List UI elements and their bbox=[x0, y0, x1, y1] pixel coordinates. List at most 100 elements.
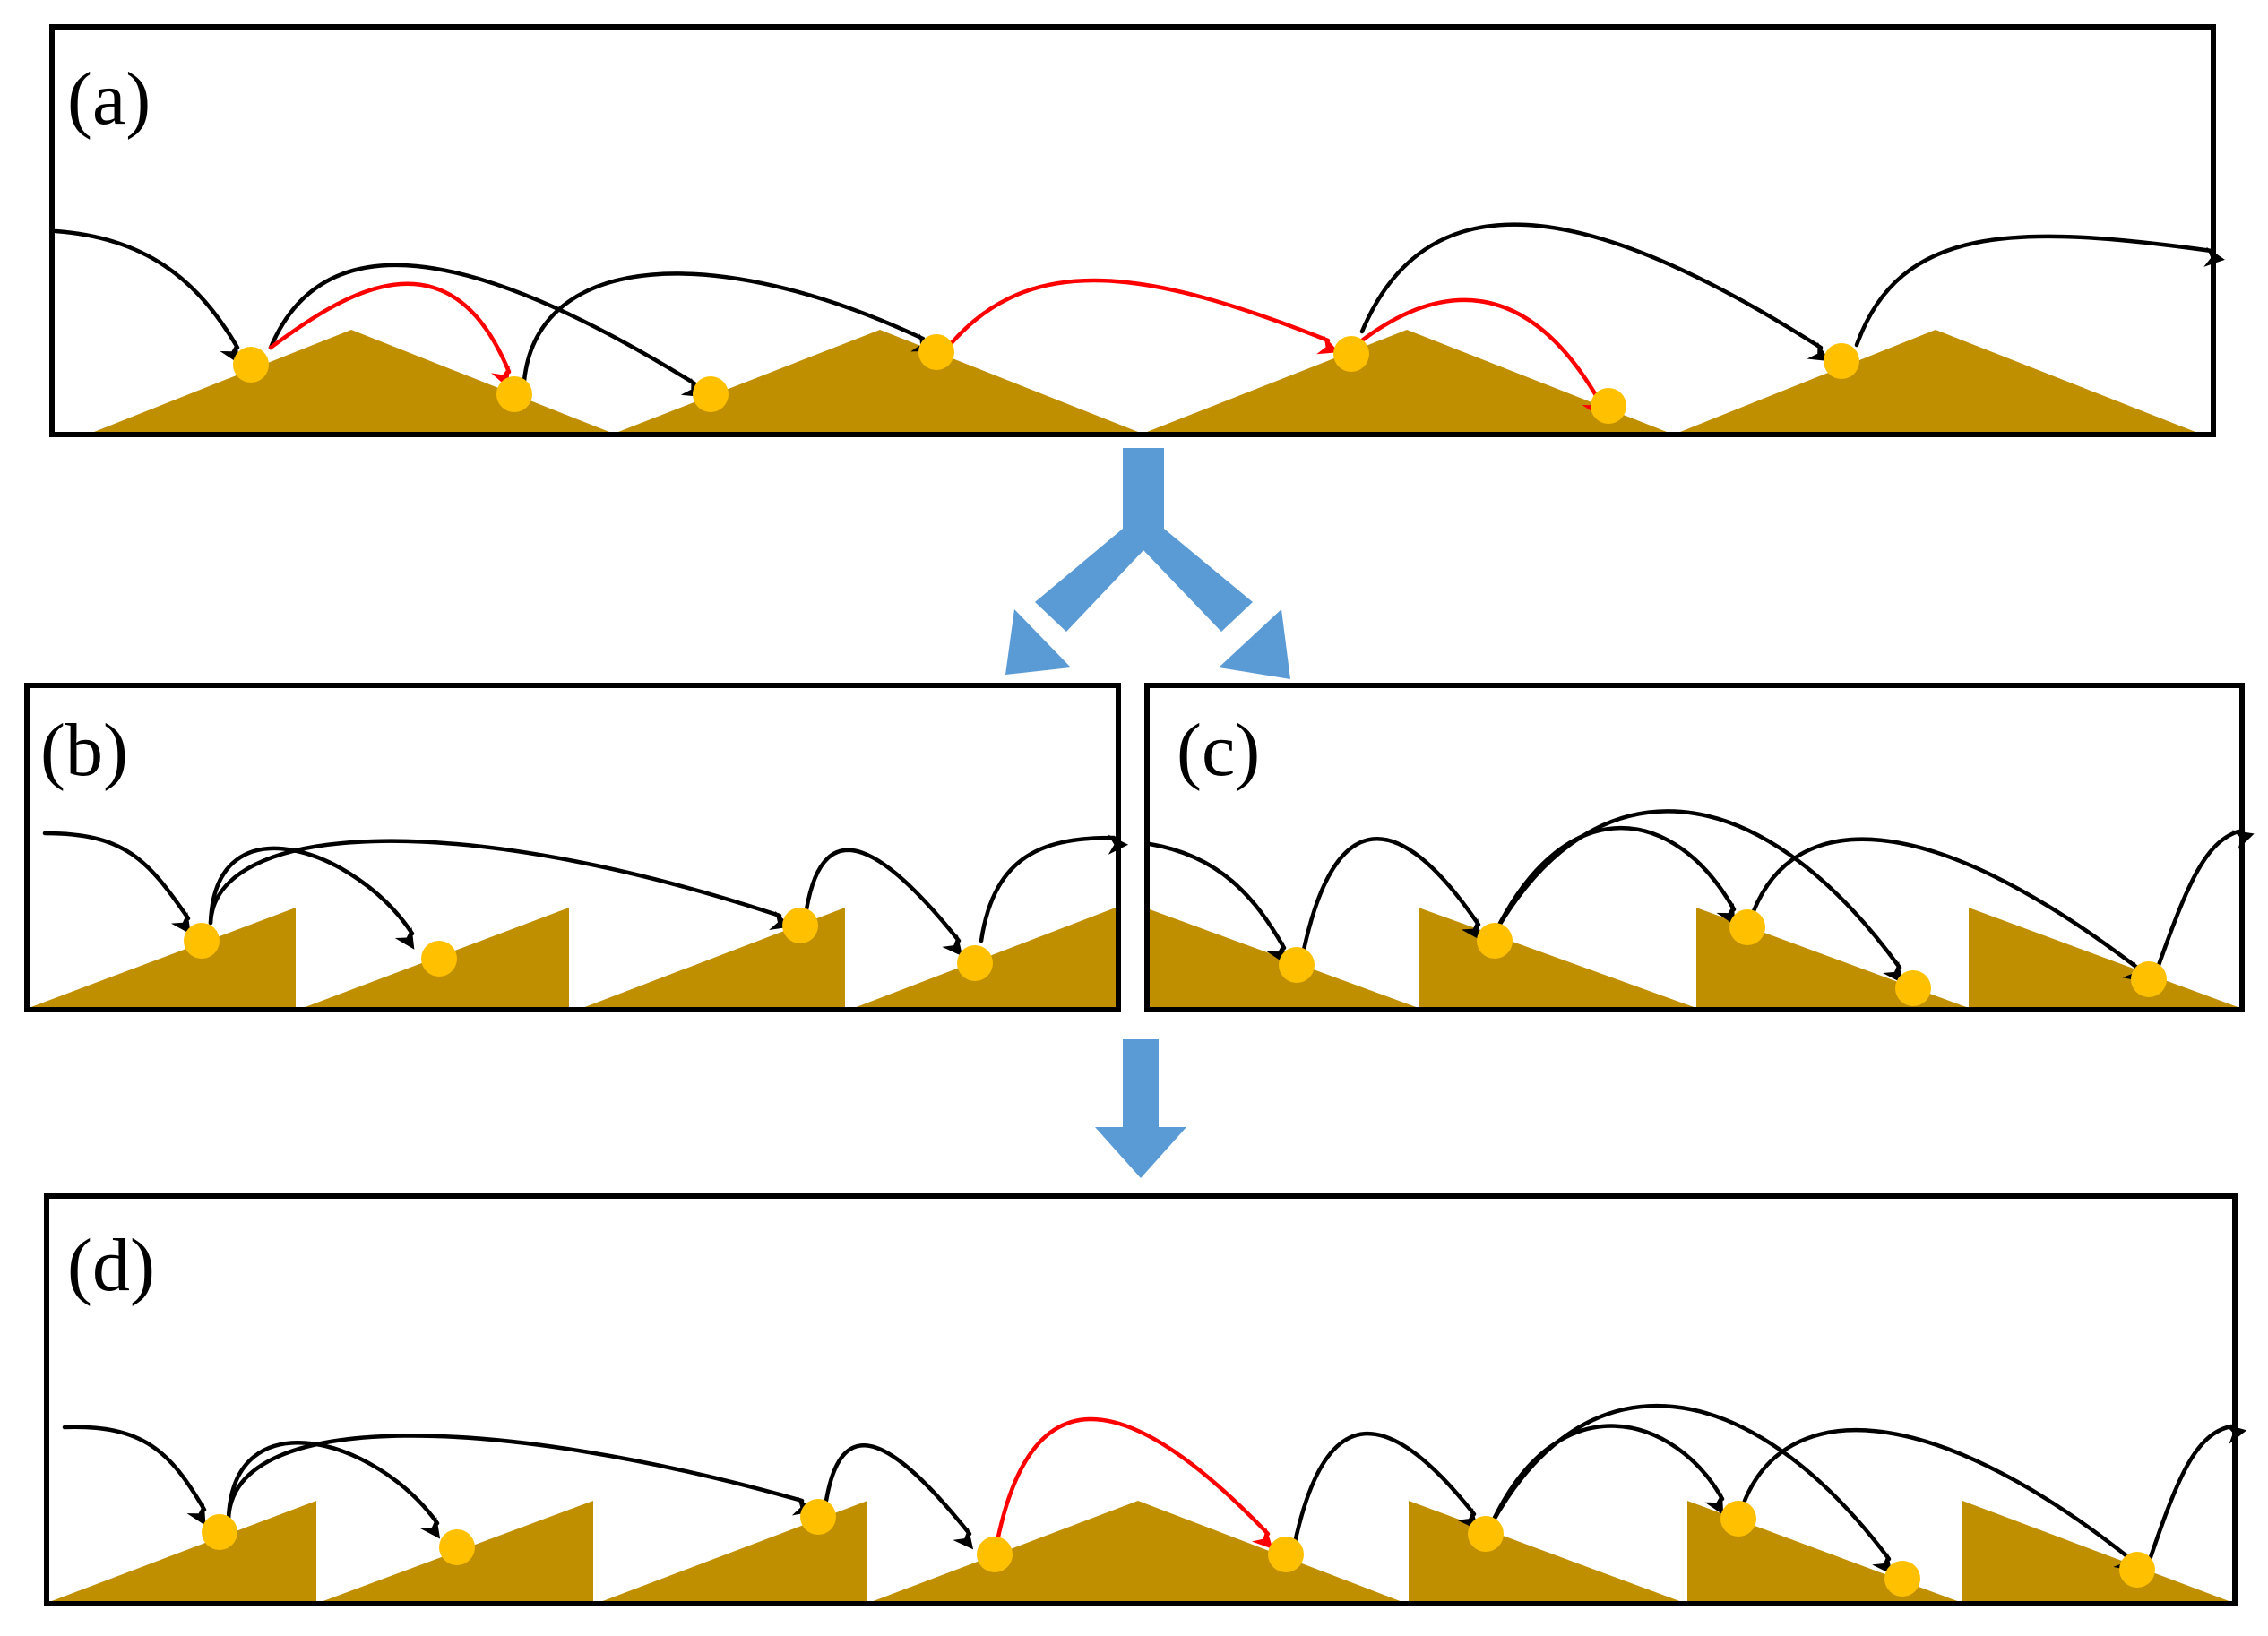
arrows-d bbox=[62, 1403, 2247, 1575]
terrain-a bbox=[94, 330, 2195, 432]
hop-arrow bbox=[1494, 826, 1737, 933]
terrain-ramp bbox=[1419, 908, 1696, 1008]
hop-arrow bbox=[1489, 1424, 1725, 1526]
particle-dot bbox=[957, 945, 993, 981]
terrain-peak bbox=[94, 330, 609, 432]
terrain-ramp bbox=[1409, 1501, 1682, 1602]
hop-arrow bbox=[979, 834, 1129, 943]
hop-arrow bbox=[2148, 1424, 2247, 1560]
hop-arrow bbox=[1854, 234, 2225, 348]
terrain-peak bbox=[1680, 330, 2195, 432]
merge-flow-arrow bbox=[1095, 1039, 1186, 1178]
hop-arrow bbox=[1749, 837, 2145, 982]
flow-arrow-left-branch bbox=[1035, 529, 1164, 632]
hop-arrow bbox=[1489, 1403, 1893, 1575]
hop-arrow bbox=[804, 848, 963, 957]
hop-arrow bbox=[1301, 837, 1481, 952]
hop-arrow bbox=[268, 263, 703, 398]
flow-arrow-head bbox=[1095, 1127, 1186, 1178]
terrain-d bbox=[49, 1501, 2231, 1602]
particles-d bbox=[202, 1499, 2155, 1597]
particle-dot bbox=[1720, 1501, 1756, 1537]
particles-b bbox=[184, 908, 993, 981]
hop-arrow bbox=[53, 228, 240, 364]
hop-arrow bbox=[208, 846, 415, 950]
hop-arrow bbox=[42, 831, 191, 934]
particle-dot bbox=[2119, 1552, 2155, 1588]
particle-dot bbox=[693, 376, 729, 412]
particle-dot bbox=[800, 1499, 836, 1535]
particle-dot bbox=[918, 334, 954, 370]
particle-dot bbox=[233, 347, 269, 383]
terrain-peak bbox=[1147, 330, 1667, 432]
panel-a: (a) bbox=[49, 24, 2225, 437]
particles-a bbox=[233, 334, 1859, 424]
particle-dot bbox=[1333, 336, 1369, 372]
terrain-ramp bbox=[49, 1501, 316, 1602]
particle-dot bbox=[1468, 1516, 1504, 1552]
flow-arrow-left-head bbox=[1005, 609, 1071, 675]
hop-arrow bbox=[62, 1425, 207, 1526]
particle-dot bbox=[421, 941, 457, 977]
flow-arrow-right-head bbox=[1219, 609, 1290, 679]
panel-label-c: (c) bbox=[1177, 709, 1260, 792]
terrain-ramp bbox=[582, 908, 845, 1008]
particle-dot bbox=[1884, 1561, 1920, 1597]
particle-dot bbox=[1268, 1537, 1304, 1572]
hop-arrow bbox=[1147, 841, 1287, 964]
hop-arrow bbox=[995, 1416, 1273, 1549]
hop-arrow bbox=[226, 1441, 441, 1539]
particle-dot bbox=[1824, 343, 1859, 379]
panel-c: (c) bbox=[1144, 683, 2255, 1012]
particle-dot bbox=[1591, 388, 1626, 424]
particle-dot bbox=[1729, 909, 1765, 945]
hop-arrow bbox=[1359, 297, 1602, 418]
panel-d: (d) bbox=[44, 1193, 2247, 1606]
particle-dot bbox=[1895, 970, 1931, 1006]
particle-dot bbox=[1477, 923, 1513, 959]
panel-b: (b) bbox=[24, 683, 1129, 1012]
flow-arrow-right-branch bbox=[1123, 529, 1253, 632]
particle-dot bbox=[496, 376, 532, 412]
hop-arrow bbox=[947, 278, 1340, 355]
particle-dot bbox=[782, 908, 818, 943]
hop-arrow bbox=[522, 271, 934, 383]
hop-arrow bbox=[226, 1434, 815, 1521]
particle-dot bbox=[202, 1514, 237, 1550]
particle-dot bbox=[2131, 961, 2167, 997]
panel-label-d: (d) bbox=[67, 1224, 155, 1307]
hop-arrow bbox=[824, 1443, 974, 1550]
panel-label-a: (a) bbox=[67, 57, 151, 141]
hop-arrow bbox=[1494, 809, 1903, 984]
panel-a-frame bbox=[49, 24, 2216, 437]
particle-dot bbox=[184, 923, 220, 959]
hop-arrow bbox=[1359, 222, 1830, 362]
particle-dot bbox=[439, 1529, 475, 1565]
flow-arrow-stem bbox=[1123, 448, 1164, 530]
panel-b-frame bbox=[24, 683, 1121, 1012]
panel-c-frame bbox=[1144, 683, 2245, 1012]
arrows-a bbox=[53, 222, 2225, 418]
terrain-ramp bbox=[1962, 1501, 2231, 1602]
terrain-ramp bbox=[29, 908, 296, 1008]
particle-dot bbox=[1279, 947, 1315, 983]
particle-dot bbox=[977, 1537, 1013, 1572]
particles-c bbox=[1279, 909, 2167, 1006]
terrain-peak bbox=[618, 330, 1138, 432]
panel-d-frame bbox=[44, 1193, 2238, 1606]
hop-arrow bbox=[208, 839, 791, 930]
terrain-ramp bbox=[1969, 908, 2240, 1008]
terrain-ramp bbox=[600, 1501, 867, 1602]
flow-arrow-stem bbox=[1123, 1039, 1159, 1127]
terrain-b bbox=[29, 908, 1116, 1008]
hop-arrow bbox=[1740, 1427, 2135, 1572]
hop-arrow bbox=[1292, 1432, 1478, 1546]
hop-arrow bbox=[268, 281, 512, 388]
panel-label-b: (b) bbox=[40, 709, 128, 792]
arrows-b bbox=[42, 831, 1129, 957]
arrows-c bbox=[1147, 809, 2255, 984]
split-flow-arrow bbox=[1005, 448, 1290, 679]
hop-arrow bbox=[2155, 829, 2255, 970]
terrain-peak bbox=[871, 1501, 1402, 1602]
